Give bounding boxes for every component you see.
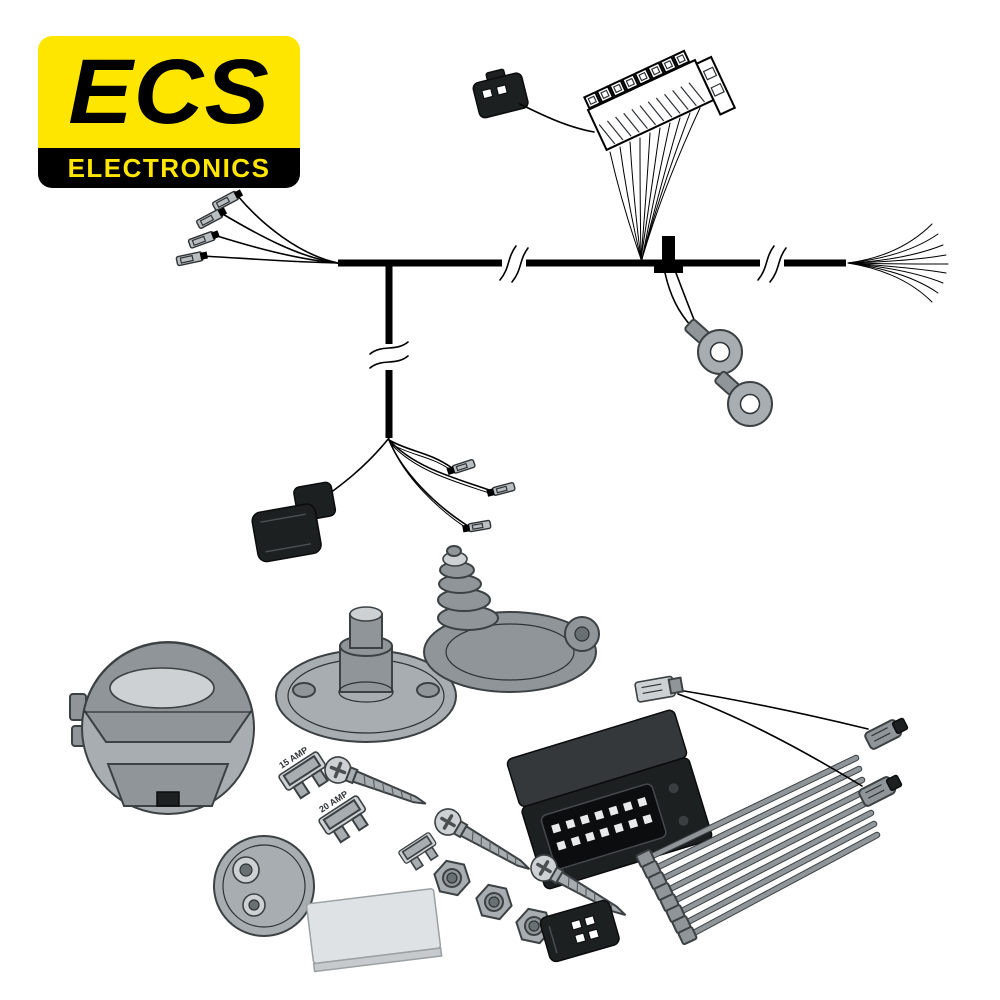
branch-harness bbox=[369, 266, 409, 438]
mini-fuse bbox=[398, 832, 439, 871]
kit-parts: 15 AMP 20 AMP bbox=[69, 545, 909, 973]
cable-ties bbox=[635, 754, 881, 946]
rubber-grommet bbox=[423, 545, 600, 693]
fuse-slots bbox=[582, 49, 691, 110]
fly-lead bbox=[634, 675, 909, 807]
harness-diagram bbox=[175, 49, 949, 563]
twisted-leads bbox=[388, 439, 493, 530]
spade-terminal bbox=[187, 230, 220, 249]
break-symbol bbox=[757, 245, 787, 283]
spade-terminal bbox=[175, 251, 208, 267]
blade-fuse-20amp: 20 AMP bbox=[317, 789, 369, 844]
module-pins bbox=[551, 797, 653, 851]
fuse-box bbox=[582, 49, 737, 152]
control-module bbox=[506, 709, 713, 890]
spade-terminal bbox=[212, 189, 244, 211]
cable-seal bbox=[213, 835, 315, 937]
cable-tie bbox=[641, 765, 863, 880]
branch-connector bbox=[251, 481, 337, 563]
break-symbol bbox=[369, 341, 409, 369]
plug-terminal bbox=[858, 774, 903, 807]
break-symbol bbox=[499, 245, 529, 283]
cable-tie bbox=[677, 831, 881, 946]
hex-nut bbox=[430, 857, 474, 899]
brand-name: ECS bbox=[68, 41, 270, 143]
brand-subtitle: ELECTRONICS bbox=[67, 152, 271, 183]
logo-yellow-panel: ECS bbox=[38, 36, 300, 148]
t-tap bbox=[654, 236, 683, 273]
blade-fuse-15amp: 15 AMP bbox=[277, 745, 329, 800]
ecs-logo: ECS ELECTRONICS bbox=[38, 36, 300, 188]
cable-tie bbox=[635, 754, 860, 869]
right-wire-fan bbox=[847, 223, 949, 303]
base-gasket bbox=[275, 606, 457, 743]
fly-lead-terminal bbox=[634, 675, 685, 703]
cable-tie bbox=[671, 820, 878, 935]
plug-terminal bbox=[864, 717, 909, 750]
fuse-box-clip bbox=[695, 55, 737, 116]
main-harness-trunk bbox=[338, 245, 846, 283]
left-terminal-fan bbox=[175, 189, 339, 267]
connector-to-fusebox-wire bbox=[519, 103, 595, 133]
crimp-terminal bbox=[445, 458, 477, 477]
cable-tie bbox=[659, 798, 872, 913]
fusebox-wire-fan bbox=[609, 107, 701, 260]
ring-terminal bbox=[684, 318, 743, 375]
hex-nut bbox=[472, 881, 516, 923]
crimp-terminal bbox=[461, 519, 492, 534]
towing-socket bbox=[69, 641, 255, 815]
spade-terminal bbox=[196, 207, 228, 229]
logo-black-bar: ELECTRONICS bbox=[38, 148, 300, 188]
foam-pad bbox=[305, 888, 443, 973]
crimp-terminal bbox=[485, 481, 517, 498]
top-connector bbox=[472, 68, 529, 119]
ring-terminal bbox=[714, 370, 773, 427]
small-connector bbox=[539, 899, 620, 963]
